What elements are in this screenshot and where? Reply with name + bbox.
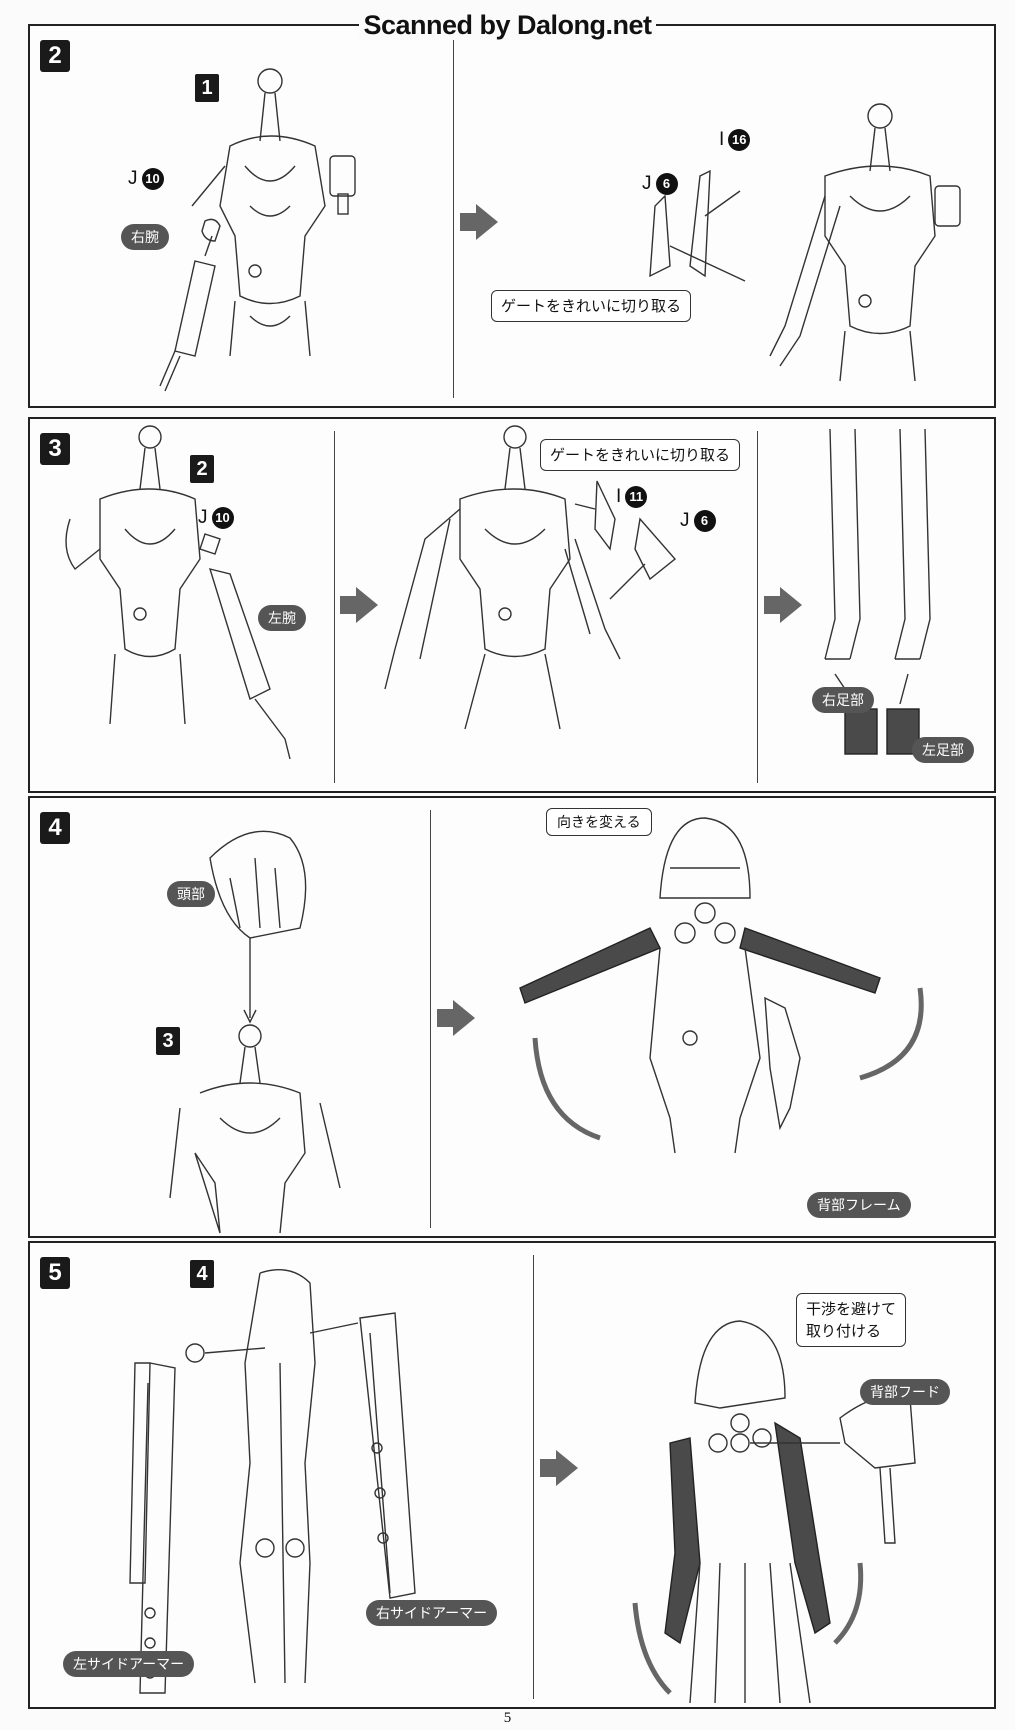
- step-number: 4: [40, 812, 70, 844]
- label-head: 頭部: [167, 881, 215, 907]
- divider: [757, 431, 758, 783]
- divider: [334, 431, 335, 783]
- figure-torso-arm: [159, 68, 356, 392]
- figure-legs-side-armor: [129, 1269, 416, 1694]
- label-left-side-armor: 左サイドアーマー: [63, 1651, 195, 1677]
- step-number: 3: [40, 433, 70, 465]
- next-arrow-icon: [460, 204, 498, 240]
- label-right-arm: 右腕: [121, 224, 169, 250]
- callout-gate-cut: ゲートをきれいに切り取る: [491, 290, 692, 322]
- label-left-arm: 左腕: [258, 605, 306, 631]
- callout-rotate: 向きを変える: [546, 808, 652, 836]
- next-arrow-icon: [540, 1450, 578, 1486]
- figure-back-frame-rotation: [519, 817, 924, 1154]
- step-4-panel: 4 頭部 3 向きを変える 背部フレーム: [28, 796, 996, 1238]
- base-ref: 2: [190, 455, 214, 483]
- divider: [430, 810, 431, 1228]
- next-arrow-icon: [764, 587, 802, 623]
- base-ref: 1: [195, 74, 219, 102]
- label-back-hood: 背部フード: [860, 1379, 950, 1405]
- divider: [533, 1255, 534, 1699]
- label-back-frame: 背部フレーム: [807, 1192, 911, 1218]
- label-right-side-armor: 右サイドアーマー: [366, 1600, 498, 1626]
- figure-back-hood-attach: [632, 1320, 916, 1704]
- watermark: Scanned by Dalong.net: [0, 10, 1015, 41]
- base-ref: 4: [190, 1260, 214, 1288]
- figure-torso-left-arm: [65, 425, 291, 760]
- figure-head-torso: [169, 830, 341, 1234]
- callout-gate-cut: ゲートをきれいに切り取る: [540, 439, 741, 471]
- page-number: 5: [503, 1710, 512, 1726]
- watermark-text: Scanned by Dalong.net: [359, 10, 656, 40]
- step-number: 5: [40, 1257, 70, 1289]
- next-arrow-icon: [340, 587, 378, 623]
- label-right-foot: 右足部: [812, 687, 874, 713]
- callout-avoid-interference: 干渉を避けて 取り付ける: [796, 1293, 907, 1347]
- figure-torso-both-arms: [384, 425, 677, 730]
- step-number: 2: [40, 40, 70, 72]
- callout-line-2: 取り付ける: [806, 1322, 882, 1340]
- figure-torso-arm-assembled: [649, 103, 961, 382]
- figure-legs-feet: [824, 428, 931, 755]
- label-left-foot: 左足部: [912, 737, 974, 763]
- base-ref: 3: [156, 1027, 180, 1055]
- step-5-panel: 5 4 左サイドアーマー 右サイドアーマー 干渉を避けて 取り付ける 背部フード: [28, 1241, 996, 1709]
- divider: [453, 38, 454, 398]
- next-arrow-icon: [437, 1000, 475, 1036]
- callout-line-1: 干渉を避けて: [806, 1300, 897, 1318]
